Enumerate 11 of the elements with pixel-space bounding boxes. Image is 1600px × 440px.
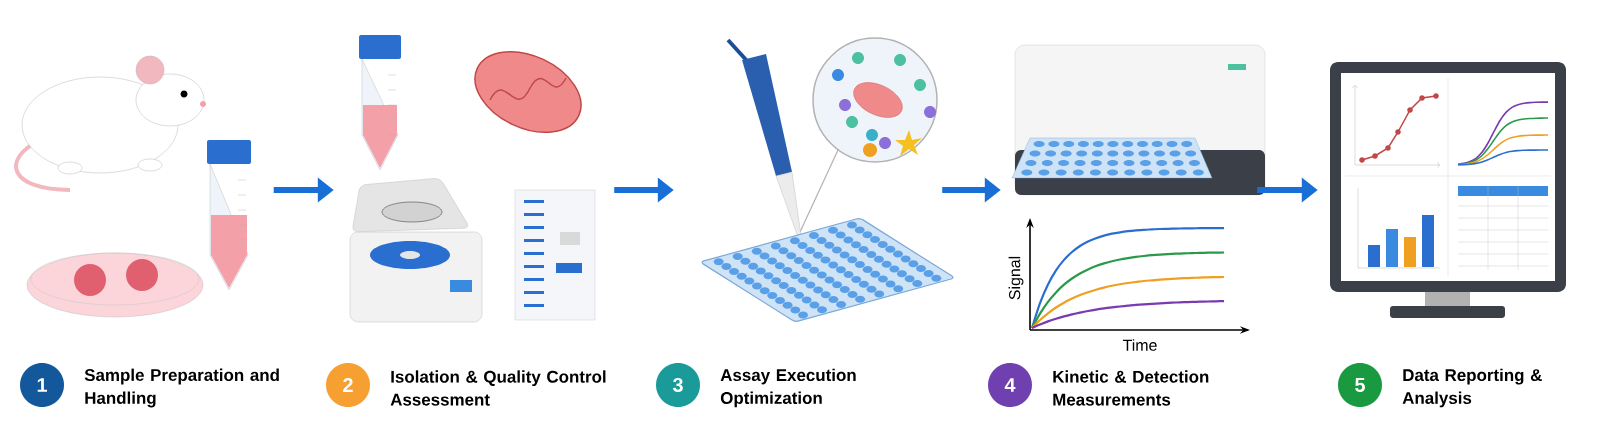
centrifuge-and-gel-drawing (349, 35, 596, 323)
step-label: Sample Preparation and Handling (84, 368, 279, 408)
mouse-and-sample-drawing (14, 55, 251, 318)
pipette-and-plate-drawing (701, 37, 954, 322)
step-label: Isolation & Quality Control Assessment (390, 370, 606, 406)
step-label: Kinetic & Detection Measurements (1053, 370, 1209, 406)
step-label: Assay Execution Optimization (720, 368, 856, 408)
monitor-dashboard-drawing (1330, 62, 1566, 318)
axis-label: Signal (1008, 256, 1024, 300)
step-label: Data Reporting & Analysis (1402, 368, 1542, 408)
axis-label: Time (1122, 339, 1157, 351)
